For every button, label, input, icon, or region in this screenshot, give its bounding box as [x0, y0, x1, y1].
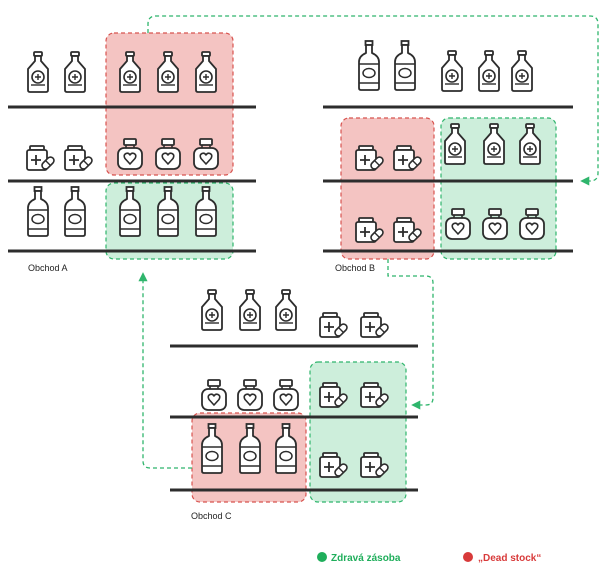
- store-b-dead-stock-zone: [340, 117, 435, 260]
- heart-jar-icon: [237, 379, 263, 411]
- legend-healthy-dot: [317, 552, 327, 562]
- ketchup-bottle-icon: [239, 289, 261, 331]
- medicine-jar-icon: [26, 145, 57, 172]
- store-a-label: Obchod A: [28, 263, 68, 273]
- legend: Zdravá zásoba „Dead stock“: [317, 552, 541, 564]
- heart-jar-icon: [273, 379, 299, 411]
- store-b: Obchod B: [323, 40, 573, 273]
- store-c-label: Obchod C: [191, 511, 232, 521]
- ketchup-bottle-icon: [441, 50, 463, 92]
- ketchup-bottle-icon: [478, 50, 500, 92]
- whiskey-bottle-icon: [358, 40, 380, 91]
- whiskey-bottle-icon: [64, 186, 86, 237]
- medicine-jar-icon: [319, 312, 350, 339]
- ketchup-bottle-icon: [27, 51, 49, 93]
- store-a: Obchod A: [8, 32, 256, 273]
- legend-healthy-label: Zdravá zásoba: [331, 553, 401, 564]
- store-c: Obchod C: [170, 289, 418, 521]
- ketchup-bottle-icon: [511, 50, 533, 92]
- store-c-shelf-1-products: [201, 289, 391, 339]
- transfer-arrow-a-to-b: [147, 15, 599, 186]
- legend-dead-label: „Dead stock“: [478, 553, 541, 564]
- medicine-jar-icon: [360, 312, 391, 339]
- medicine-jar-icon: [64, 145, 95, 172]
- ketchup-bottle-icon: [275, 289, 297, 331]
- ketchup-bottle-icon: [201, 289, 223, 331]
- store-b-shelf-1-products: [358, 40, 533, 92]
- store-b-label: Obchod B: [335, 263, 375, 273]
- ketchup-bottle-icon: [64, 51, 86, 93]
- whiskey-bottle-icon: [394, 40, 416, 91]
- transfer-arrow-b-to-c: [387, 259, 434, 410]
- whiskey-bottle-icon: [27, 186, 49, 237]
- legend-dead-dot: [463, 552, 473, 562]
- heart-jar-icon: [201, 379, 227, 411]
- transfer-arrow-c-to-a: [138, 272, 192, 469]
